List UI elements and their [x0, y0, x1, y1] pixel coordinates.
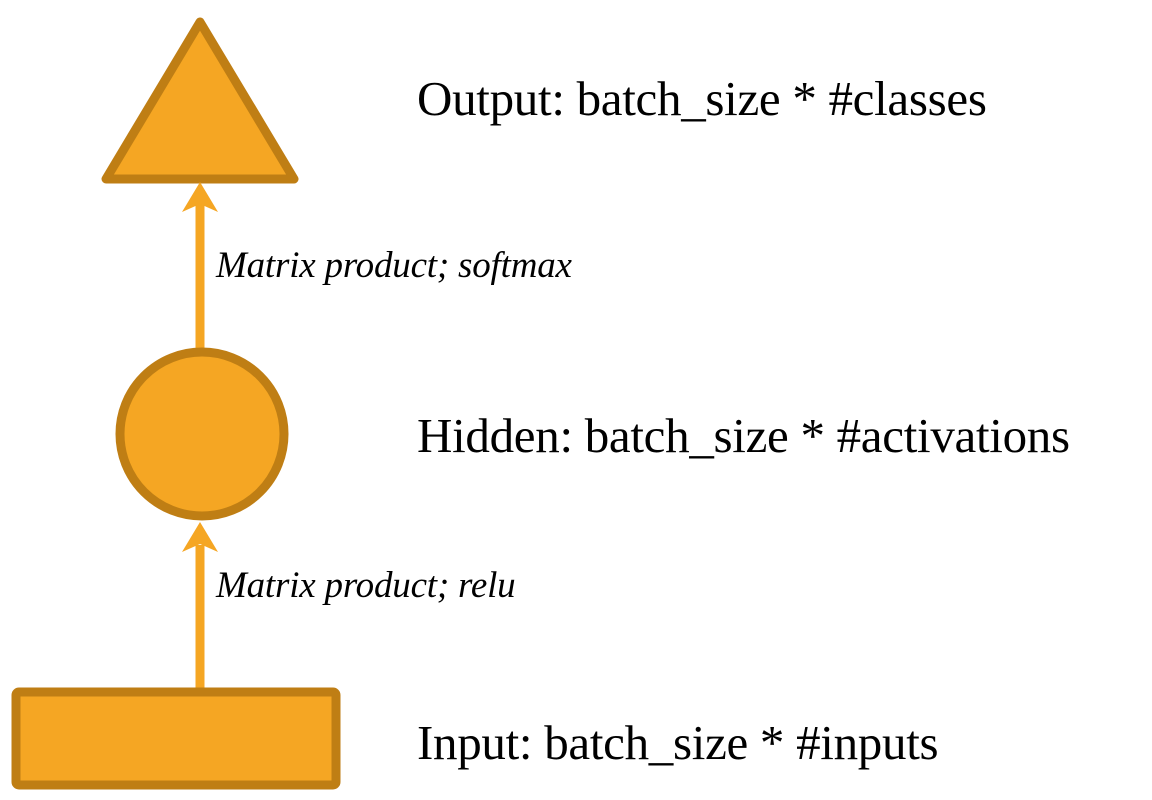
edge-label-hidden-to-output: Matrix product; softmax [216, 245, 572, 286]
arrow-head [182, 522, 218, 552]
hidden-node-circle[interactable] [115, 347, 289, 521]
arrow-head [182, 182, 218, 212]
output-node-label: Output: batch_size * #classes [417, 71, 987, 126]
output-node-triangle[interactable] [101, 17, 299, 184]
hidden-node-label: Hidden: batch_size * #activations [417, 408, 1070, 463]
edge-label-input-to-hidden: Matrix product; relu [216, 565, 516, 606]
input-node-rectangle[interactable] [11, 687, 341, 790]
edge-input-to-hidden-arrow[interactable] [182, 522, 218, 692]
input-node-label: Input: batch_size * #inputs [417, 715, 939, 770]
edge-hidden-to-output-arrow[interactable] [182, 182, 218, 352]
